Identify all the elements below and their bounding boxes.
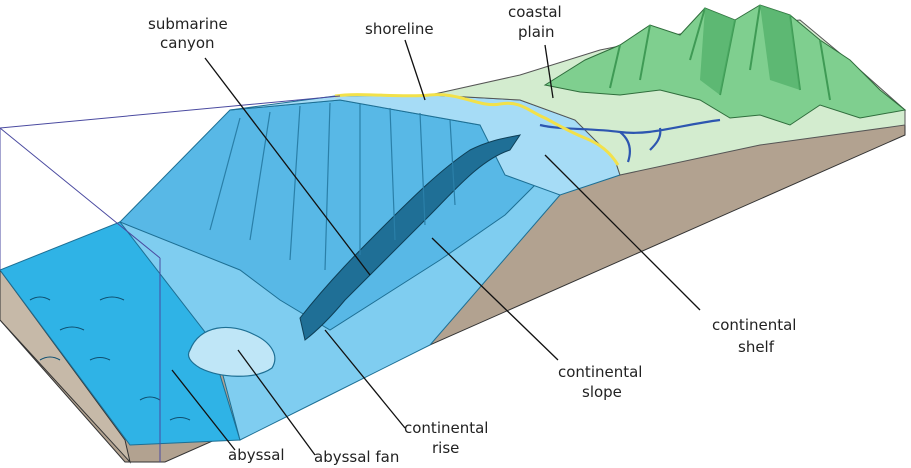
submarine-canyon-leader [204,57,371,276]
mountain-shading [700,5,800,95]
continental-shelf-leader [544,154,701,311]
abyssal-fan-shape [187,326,276,377]
coastal-plain-label-line2: plain [518,23,555,41]
diagram-bounding-box [0,95,341,462]
submarine-canyon-label-line2: canyon [160,34,215,52]
abyssal-fan-label: abyssal fan [314,448,399,466]
abyssal-plain-label-line1: abyssal [228,446,285,464]
continental-shelf-label-line1: continental [712,316,796,334]
ocean-wave-marks [29,296,191,421]
abyssal-fan-leader [237,349,316,456]
continental-slope-leader [431,237,559,361]
shoreline-leader [404,39,426,101]
slope-striations [209,102,456,271]
coastal-plain-leader [544,44,554,99]
shoreline-label: shoreline [365,20,434,38]
continental-rise-label-line1: continental [404,419,488,437]
continental-slope-label-line2: slope [582,383,622,401]
continental-rise-leader [324,329,406,429]
submarine-canyon-channel [299,134,522,341]
coastal-plain-label-line1: coastal [508,3,562,21]
earth-left-face [0,269,131,464]
continental-slope-label-line1: continental [558,363,642,381]
continental-rise-label-line2: rise [432,439,459,457]
submarine-canyon-label-line1: submarine [148,15,228,33]
shoreline-line [334,93,620,166]
continental-shelf-label-line2: shelf [738,338,775,356]
abyssal-plain-leader [171,369,236,451]
